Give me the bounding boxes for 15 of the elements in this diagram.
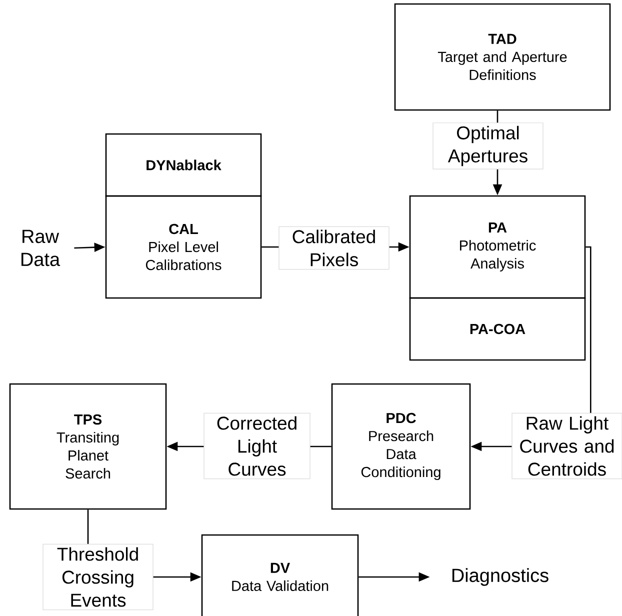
edge-label: Optimal Apertures — [432, 122, 544, 170]
edge-label: Corrected Light Curves — [204, 412, 310, 480]
process-box: PDC Presearch Data Conditioning — [331, 383, 471, 510]
process-box: PA-COA — [409, 297, 586, 361]
text-label: Raw Data — [22, 230, 60, 266]
process-box: DYNablack — [105, 133, 262, 197]
process-box: DV Data Validation — [201, 534, 359, 616]
edge-label: Raw Light Curves and Centroids — [512, 412, 622, 480]
process-box: TPS Transiting Planet Search — [9, 383, 167, 510]
process-box: PA Photometric Analysis — [409, 195, 586, 299]
text-label: Diagnostics — [452, 568, 548, 586]
process-box: TAD Target and Aperture Definitions — [394, 3, 611, 111]
edge-label: Calibrated Pixels — [278, 226, 390, 270]
process-box: CAL Pixel Level Calibrations — [105, 195, 262, 299]
edge-label: Threshold Crossing Events — [42, 544, 154, 610]
